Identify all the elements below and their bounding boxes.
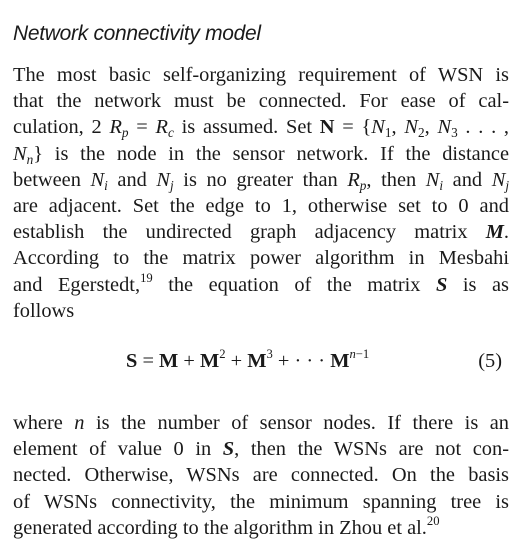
paragraph-network-connectivity: The most basic self-organizing requireme… xyxy=(13,62,509,324)
paragraph-line: are adjacent. Set the edge to 1, otherwi… xyxy=(13,195,509,218)
paragraph-line: According to the matrix power algorithm … xyxy=(13,247,509,270)
equation-body: S = M + M2 + M3 + · · · Mn−1 xyxy=(126,347,370,372)
paragraph-line: culation, 2 Rp = Rc is assumed. Set N = … xyxy=(13,116,510,141)
citation-19: 19 xyxy=(140,270,153,285)
paragraph-line: and Egerstedt,19 the equation of the mat… xyxy=(13,270,509,296)
paragraph-line: establish the undirected graph adjacency… xyxy=(13,221,509,244)
paragraph-line: The most basic self-organizing requireme… xyxy=(13,64,509,86)
paragraph-line: between Ni and Nj is no greater than Rp,… xyxy=(13,168,509,193)
paragraph-line: Nn} is the node in the sensor network. I… xyxy=(13,142,509,167)
paragraph-line: that the network must be connected. For … xyxy=(13,90,509,113)
paragraph-line: where n is the number of sensor nodes. I… xyxy=(13,412,509,434)
equation-5: S = M + M2 + M3 + · · · Mn−1 (5) xyxy=(0,347,514,378)
paragraph-line: generated according to the algorithm in … xyxy=(13,513,440,539)
paragraph-line: of WSNs connectivity, the minimum spanni… xyxy=(13,490,509,513)
equation-number: (5) xyxy=(478,350,502,372)
citation-20: 20 xyxy=(426,513,440,528)
paragraph-line: element of value 0 in S, then the WSNs a… xyxy=(13,438,509,461)
paragraph-wsn-connected: where n is the number of sensor nodes. I… xyxy=(13,410,509,541)
section-heading: Network connectivity model xyxy=(13,22,261,45)
paragraph-line: follows xyxy=(13,299,75,322)
paragraph-line: nected. Otherwise, WSNs are connected. O… xyxy=(13,464,509,487)
